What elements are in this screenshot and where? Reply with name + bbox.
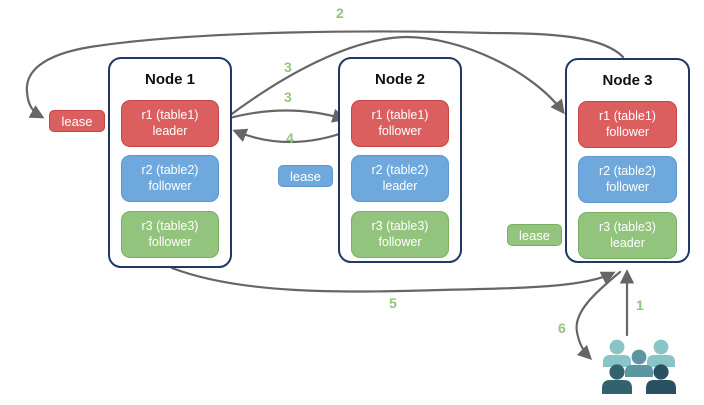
node3-replica-r2: r2 (table2) follower bbox=[578, 156, 677, 203]
lease-badge-table2: lease bbox=[278, 165, 333, 187]
replica-role-label: follower bbox=[605, 179, 650, 194]
node2-replica-r1: r1 (table1) follower bbox=[351, 100, 449, 147]
node-1-box: Node 1 r1 (table1) leader r2 (table2) fo… bbox=[108, 57, 232, 268]
node-1-title: Node 1 bbox=[144, 71, 195, 88]
replica-id-label: r3 (table3) bbox=[141, 218, 199, 233]
node-3-title: Node 3 bbox=[602, 72, 653, 89]
replica-id-label: r2 (table2) bbox=[599, 163, 656, 178]
arrow-step-5 bbox=[170, 266, 616, 293]
node1-replica-r2: r2 (table2) follower bbox=[121, 155, 219, 202]
lease-badge-table1: lease bbox=[49, 110, 105, 132]
node-3-box: Node 3 r1 (table1) follower r2 (table2) … bbox=[565, 58, 690, 263]
node3-replica-r3: r3 (table3) leader bbox=[578, 212, 677, 259]
node1-replica-r1: r1 (table1) leader bbox=[121, 100, 219, 147]
replica-role-label: leader bbox=[610, 235, 645, 250]
replica-id-label: r2 (table2) bbox=[141, 162, 199, 177]
step-label-6: 6 bbox=[558, 320, 566, 336]
node2-replica-r2: r2 (table2) leader bbox=[351, 155, 449, 202]
node1-replica-r3: r3 (table3) follower bbox=[121, 211, 219, 258]
users-group-icon bbox=[602, 339, 676, 394]
step-label-4: 4 bbox=[286, 130, 294, 146]
replica-role-label: follower bbox=[148, 234, 192, 249]
replica-role-label: follower bbox=[378, 123, 422, 138]
replica-id-label: r2 (table2) bbox=[371, 162, 429, 177]
replica-id-label: r1 (table1) bbox=[141, 107, 199, 122]
replica-role-label: leader bbox=[152, 123, 188, 138]
replica-role-label: follower bbox=[605, 124, 650, 139]
replica-role-label: follower bbox=[378, 234, 422, 249]
node2-replica-r3: r3 (table3) follower bbox=[351, 211, 449, 258]
replica-role-label: follower bbox=[148, 178, 192, 193]
lease-badge-table3: lease bbox=[507, 224, 562, 246]
step-label-1: 1 bbox=[636, 297, 644, 313]
replica-id-label: r1 (table1) bbox=[371, 107, 429, 122]
replica-role-label: leader bbox=[382, 178, 418, 193]
step-label-3b: 3 bbox=[284, 89, 292, 105]
replica-id-label: r3 (table3) bbox=[599, 219, 656, 234]
step-label-2: 2 bbox=[336, 5, 344, 21]
node-2-title: Node 2 bbox=[374, 71, 425, 88]
node3-replica-r1: r1 (table1) follower bbox=[578, 101, 677, 148]
replica-id-label: r1 (table1) bbox=[599, 108, 656, 123]
arrow-step-3-to-node2 bbox=[224, 108, 347, 123]
node-2-box: Node 2 r1 (table1) follower r2 (table2) … bbox=[338, 57, 462, 263]
step-label-3a: 3 bbox=[284, 59, 292, 75]
replica-id-label: r3 (table3) bbox=[371, 218, 429, 233]
step-label-5: 5 bbox=[389, 295, 397, 311]
